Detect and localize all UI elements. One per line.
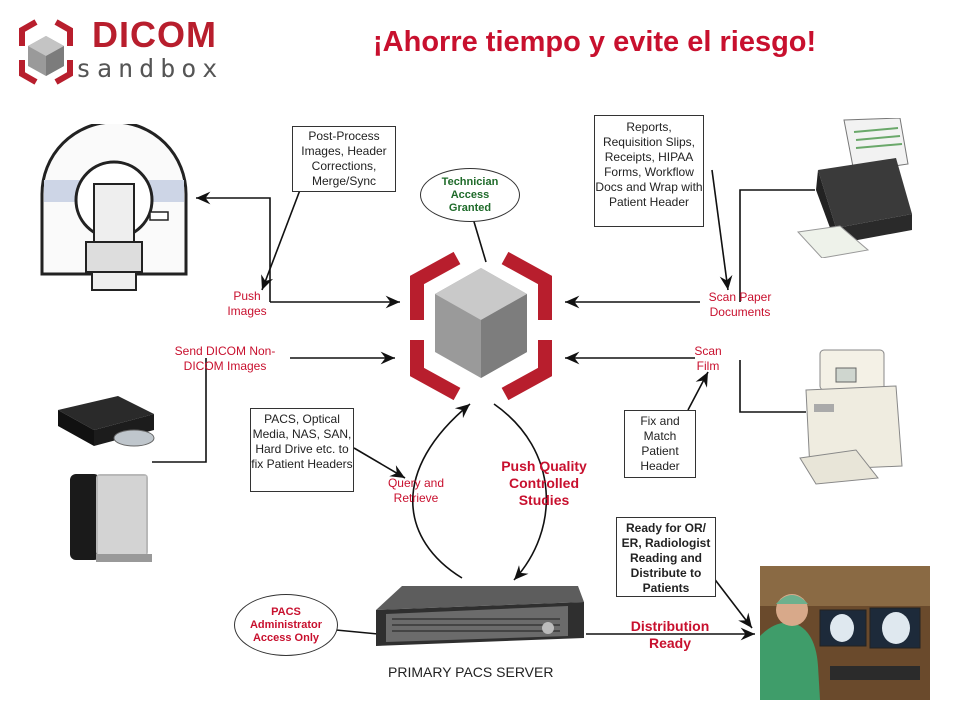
radiologist-photo xyxy=(760,566,930,700)
ct-scanner-icon xyxy=(40,124,188,291)
query-retrieve-label: Query and Retrieve xyxy=(387,476,445,505)
page-headline: ¡Ahorre tiempo y evite el riesgo! xyxy=(373,26,817,58)
optical-drive-icon xyxy=(58,396,155,447)
pacs-admin-label: PACS Administrator Access Only xyxy=(249,605,323,644)
distribution-ready-label: Distribution Ready xyxy=(630,618,710,651)
logo-cube-icon xyxy=(19,19,73,85)
technician-access-label: Technician Access Granted xyxy=(441,175,499,214)
scan-film-label: Scan Film xyxy=(694,344,722,373)
server-label: PRIMARY PACS SERVER xyxy=(388,664,554,680)
technician-access-ellipse: Technician Access Granted xyxy=(420,168,520,222)
push-images-label: Push Images xyxy=(227,289,267,318)
pacs-admin-ellipse: PACS Administrator Access Only xyxy=(234,594,338,656)
logo-title: DICOM xyxy=(92,14,217,55)
document-scanner-icon xyxy=(796,118,912,258)
pacs-optical-box: PACS, Optical Media, NAS, SAN, Hard Driv… xyxy=(250,408,354,492)
push-quality-label: Push Quality Controlled Studies xyxy=(501,458,587,508)
hard-drive-icon xyxy=(70,474,152,562)
logo-subtitle: sandbox xyxy=(76,54,224,83)
send-dicom-label: Send DICOM Non- DICOM Images xyxy=(174,344,276,373)
scan-paper-label: Scan Paper Documents xyxy=(708,290,772,319)
film-scanner-icon xyxy=(799,349,903,485)
pacs-server-icon xyxy=(376,586,584,646)
ready-for-or-box: Ready for OR/ ER, Radiologist Reading an… xyxy=(616,517,716,597)
reports-box: Reports, Requisition Slips, Receipts, HI… xyxy=(594,115,704,227)
post-process-box: Post-Process Images, Header Corrections,… xyxy=(292,126,396,192)
central-cube-icon xyxy=(410,251,552,401)
fix-match-box: Fix and Match Patient Header xyxy=(624,410,696,478)
